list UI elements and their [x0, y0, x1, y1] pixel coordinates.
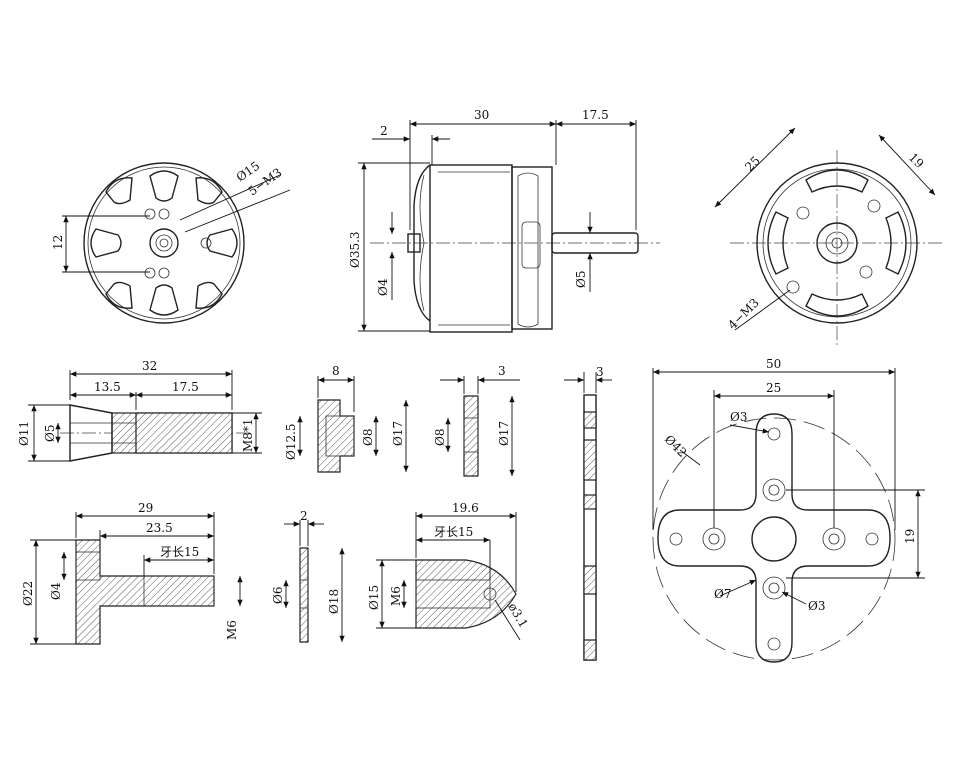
threaded-shaft-view: 29 23.5 牙长15 Ø22 Ø4 M6: [21, 501, 243, 645]
adapter-dim-32: 32: [142, 359, 157, 373]
washer-a-view: 8 Ø12.5 Ø8 Ø17: [284, 364, 409, 473]
shaft-dim-m6: M6: [225, 620, 239, 640]
adapter-dim-13-5: 13.5: [94, 380, 121, 394]
side-dim-d4: Ø4: [376, 278, 390, 296]
mount-dim-d3-bottom: Ø3: [808, 599, 825, 613]
shaft-dim-23-5: 23.5: [146, 521, 173, 535]
mount-plate-section: 3: [564, 365, 612, 661]
front-vent-slots: [90, 170, 238, 316]
mount-dim-d42: Ø42: [662, 432, 690, 460]
front-mount-holes: [144, 208, 212, 279]
adapter-dim-d5: Ø5: [43, 425, 57, 442]
motor-side-view: 2 30 17.5 Ø35.3 Ø4 Ø5: [348, 108, 660, 333]
washer-c-dim-d18: Ø18: [327, 589, 341, 614]
washer-b-dim-d17: Ø17: [497, 421, 511, 446]
washer-a-dim-d8: Ø8: [361, 429, 375, 446]
washer-c-view: 2 Ø6 Ø18: [271, 509, 345, 643]
spinner-dim-d15: Ø15: [367, 585, 381, 610]
side-dim-30: 30: [474, 108, 489, 122]
spinner-dim-thread-length: 牙长15: [434, 525, 473, 539]
prop-adapter-view: 32 13.5 17.5 Ø11 Ø5 M8*1: [17, 359, 262, 462]
side-dim-2: 2: [380, 124, 388, 138]
spinner-dim-19-6: 19.6: [452, 501, 479, 515]
x-mount-view: 50 25 Ø3 Ø42 Ø7 Ø3 19: [652, 357, 925, 663]
shaft-dim-d22: Ø22: [21, 581, 35, 606]
shaft-dim-d4: Ø4: [49, 582, 63, 600]
washer-a-dim-d12-5: Ø12.5: [284, 423, 298, 460]
mount-dim-d7: Ø7: [714, 587, 731, 601]
spinner-dim-m6: M6: [389, 586, 403, 606]
mount-dim-25: 25: [766, 381, 781, 395]
motor-front-view: 12 Ø15 5−M3: [51, 159, 291, 324]
side-dim-17-5: 17.5: [582, 108, 609, 122]
back-dim-4m3: 4−M3: [725, 296, 762, 333]
adapter-dim-d11: Ø11: [17, 421, 31, 446]
shaft-dim-thread-length: 牙长15: [160, 545, 199, 559]
shaft-dim-29: 29: [138, 501, 153, 515]
mount-dim-50: 50: [766, 357, 781, 371]
front-dim-12: 12: [51, 235, 65, 250]
spinner-dim-d3-1: ø3.1: [505, 601, 530, 631]
motor-back-view: 25 19 4−M3: [714, 127, 945, 345]
washer-c-dim-d6: Ø6: [271, 587, 285, 604]
adapter-dim-m8: M8*1: [241, 418, 255, 452]
back-dim-25: 25: [742, 153, 763, 174]
side-dim-d35-3: Ø35.3: [348, 231, 362, 268]
adapter-dim-17-5: 17.5: [172, 380, 199, 394]
mount-dim-d3-top: Ø3: [730, 410, 747, 424]
washer-b-dim-3: 3: [498, 364, 506, 378]
mount-dim-19: 19: [903, 529, 917, 544]
spinner-nut-view: 19.6 牙长15 Ø15 M6 ø3.1: [367, 501, 531, 641]
back-dim-19: 19: [906, 150, 927, 171]
side-dim-d5: Ø5: [574, 271, 588, 288]
washer-a-dim-d17: Ø17: [391, 421, 405, 446]
plate-dim-3: 3: [596, 365, 604, 379]
washer-c-dim-2: 2: [300, 509, 308, 523]
washer-b-dim-d8: Ø8: [433, 429, 447, 446]
washer-b-view: 3 Ø8 Ø17: [433, 364, 520, 477]
washer-a-dim-8: 8: [332, 364, 340, 378]
